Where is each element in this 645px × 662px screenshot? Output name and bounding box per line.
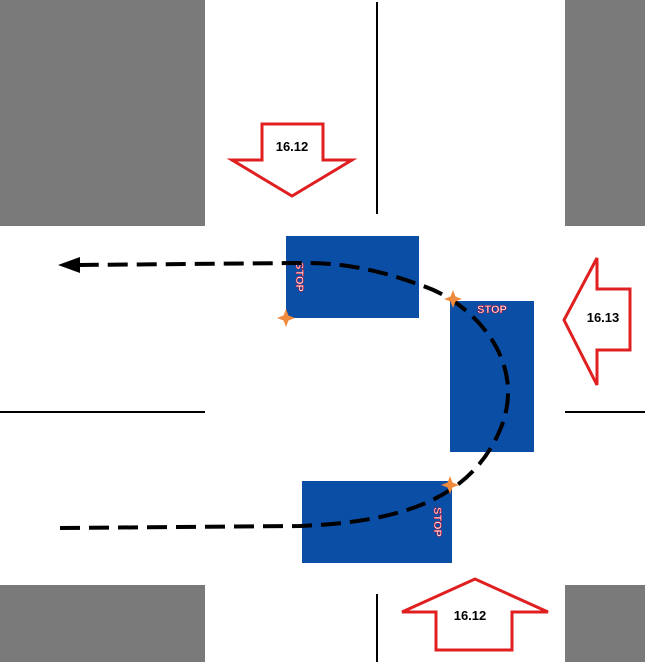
corner-block-bottom-left: [0, 585, 205, 662]
marker-group: [277, 290, 462, 494]
path-arrowhead-icon: [58, 257, 80, 273]
stop-marking: STOP: [431, 507, 443, 537]
sign-label-bottom: 16.12: [454, 608, 487, 623]
vehicle-bottom: STOP: [302, 481, 452, 563]
marker-star-icon: [441, 476, 459, 494]
up-arrow-icon: [401, 577, 549, 652]
vehicle-right: STOP: [450, 301, 534, 452]
sign-label-right: 16.13: [587, 310, 620, 325]
stop-marking: STOP: [293, 262, 305, 292]
sign-arrow-right: 16.13: [562, 257, 632, 386]
left-arrow-icon: [562, 257, 632, 386]
down-arrow-icon: [226, 122, 358, 198]
corner-block-bottom-right: [565, 585, 645, 662]
sign-arrow-bottom: 16.12: [401, 577, 549, 652]
stop-marking: STOP: [477, 304, 507, 316]
sign-label-top: 16.12: [276, 139, 309, 154]
corner-block-top-right: [565, 0, 645, 226]
vehicle-body: [450, 301, 534, 452]
marker-star-icon: [444, 290, 462, 308]
vehicle-body: [302, 481, 452, 563]
sign-arrow-top: 16.12: [226, 122, 358, 198]
marker-star-icon: [277, 309, 295, 327]
corner-block-top-left: [0, 0, 205, 226]
